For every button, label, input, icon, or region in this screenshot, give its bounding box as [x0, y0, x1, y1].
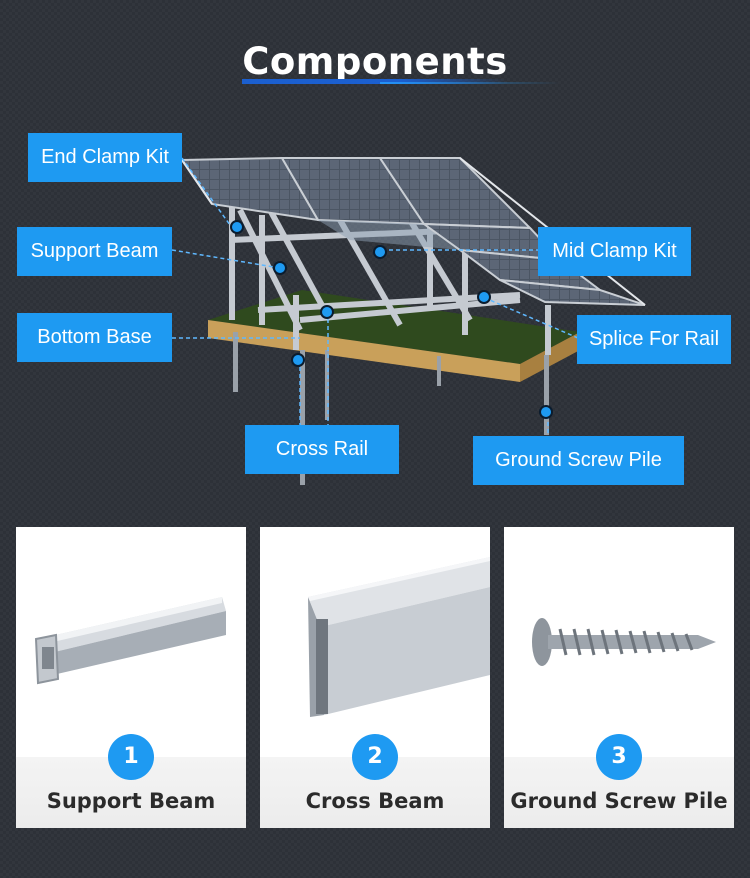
- callout-mid-clamp-kit: Mid Clamp Kit: [538, 227, 691, 276]
- callout-cross-rail: Cross Rail: [245, 425, 399, 474]
- card-number-badge: 2: [352, 734, 398, 780]
- card-label: Ground Screw Pile: [510, 789, 728, 813]
- support-beam-icon: [16, 527, 246, 757]
- title-underline-accent: [380, 82, 560, 84]
- card-number-badge: 1: [108, 734, 154, 780]
- callout-splice-for-rail: Splice For Rail: [577, 315, 731, 364]
- page-title: Components: [242, 40, 508, 83]
- card-number-badge: 3: [596, 734, 642, 780]
- component-card-support-beam: 1 Support Beam: [16, 527, 246, 828]
- callout-support-beam: Support Beam: [17, 227, 172, 276]
- component-card-cross-beam: 2 Cross Beam: [260, 527, 490, 828]
- callout-connector-lines: [171, 157, 579, 435]
- callout-ground-screw-pile: Ground Screw Pile: [473, 436, 684, 485]
- ground-screw-pile-icon: [504, 527, 734, 757]
- title-wrapper: Components: [0, 40, 750, 83]
- callout-end-clamp-kit: End Clamp Kit: [28, 133, 182, 182]
- component-card-ground-screw-pile: 3 Ground Screw Pile: [504, 527, 734, 828]
- cross-beam-icon: [260, 527, 490, 757]
- card-label: Support Beam: [46, 789, 216, 813]
- ground-screw-piles: [233, 332, 549, 485]
- card-label: Cross Beam: [305, 789, 445, 813]
- solar-mount-illustration: [171, 156, 646, 485]
- callout-bottom-base: Bottom Base: [17, 313, 172, 362]
- callout-markers: [230, 220, 553, 419]
- solar-panel-array: [180, 156, 646, 306]
- title-underline: [242, 79, 507, 84]
